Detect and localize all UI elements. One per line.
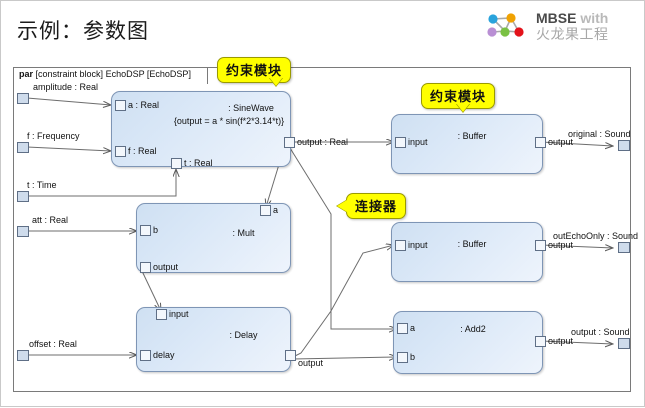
boundary-port-time-label: t : Time [27, 180, 57, 190]
boundary-port-amplitude-label: amplitude : Real [33, 82, 99, 92]
callout-connector-tail [337, 200, 347, 212]
mbse-logo: MBSE with 火龙果工程 [481, 7, 641, 53]
port-delay-input[interactable] [156, 309, 167, 320]
port-delay-delay-label: delay [153, 350, 175, 360]
callout-constraint-2-tail [456, 103, 470, 112]
logo-line-1: MBSE with [536, 10, 609, 27]
page-title: 示例：参数图 [17, 20, 149, 43]
diagram-frame-header: par [constraint block] EchoDSP [EchoDSP] [13, 67, 208, 84]
boundary-port-frequency-label: f : Frequency [27, 131, 80, 141]
port-mult-a[interactable] [260, 205, 271, 216]
boundary-port-att-label: att : Real [32, 215, 69, 225]
callout-constraint-1-tail [269, 77, 283, 86]
port-mult-b-label: b [153, 225, 159, 235]
port-delay-delay[interactable] [140, 350, 151, 361]
boundary-port-att[interactable] [17, 226, 29, 237]
port-buffer-2-input[interactable] [395, 240, 406, 251]
callout-constraint-2[interactable]: 约束模块 [421, 83, 496, 109]
port-add2-output-label: output [548, 336, 574, 346]
block-mult-name: : Mult [232, 228, 255, 238]
logo-mbse: MBSE [536, 10, 577, 26]
port-sinewave-a[interactable] [115, 100, 126, 111]
frame-label: [constraint block] EchoDSP [EchoDSP] [35, 69, 191, 79]
port-sinewave-f[interactable] [115, 146, 126, 157]
logo-line-2: 火龙果工程 [536, 25, 609, 42]
boundary-port-output[interactable] [618, 338, 630, 349]
port-buffer-1-output-label: output [548, 137, 574, 147]
port-mult-b[interactable] [140, 225, 151, 236]
port-buffer-2-output[interactable] [535, 240, 546, 251]
port-buffer-2-input-label: input [408, 240, 428, 250]
port-buffer-2-output-label: output [548, 240, 574, 250]
port-sinewave-f-label: f : Real [128, 146, 157, 156]
block-buffer-1-name: : Buffer [457, 131, 487, 141]
port-sinewave-output[interactable] [284, 137, 295, 148]
port-add2-output[interactable] [535, 336, 546, 347]
port-sinewave-a-label: a : Real [128, 100, 160, 110]
block-sinewave-name: : SineWave [228, 103, 274, 113]
port-mult-output[interactable] [140, 262, 151, 273]
block-add2-name: : Add2 [460, 324, 486, 334]
boundary-port-offset-label: offset : Real [29, 339, 77, 349]
boundary-port-offset[interactable] [17, 350, 29, 361]
block-add2[interactable]: : Add2 [393, 311, 543, 374]
port-add2-a[interactable] [397, 323, 408, 334]
port-mult-output-label: output [153, 262, 179, 272]
port-sinewave-t-label: t : Real [184, 158, 213, 168]
frame-keyword: par [19, 69, 34, 79]
port-delay-input-label: input [169, 309, 189, 319]
logo-text: MBSE with 火龙果工程 [536, 10, 609, 42]
boundary-port-frequency[interactable] [17, 142, 29, 153]
logo-node-graph-icon [487, 13, 524, 37]
port-add2-a-label: a [410, 323, 416, 333]
block-sinewave-expression: {output = a * sin(f*2*3.14*t)} [173, 116, 285, 126]
port-buffer-1-input[interactable] [395, 137, 406, 148]
port-delay-output-label: output [298, 358, 324, 368]
callout-constraint-1[interactable]: 约束模块 [217, 57, 292, 83]
boundary-port-outechoonly-label: outEchoOnly : Sound [553, 231, 639, 241]
port-buffer-1-output[interactable] [535, 137, 546, 148]
port-delay-output[interactable] [285, 350, 296, 361]
port-add2-b[interactable] [397, 352, 408, 363]
callout-connector[interactable]: 连接器 [346, 193, 407, 219]
boundary-port-amplitude[interactable] [17, 93, 29, 104]
logo-with: with [580, 10, 609, 26]
boundary-port-outechoonly[interactable] [618, 242, 630, 253]
port-mult-a-label: a [273, 205, 279, 215]
port-add2-b-label: b [410, 352, 416, 362]
port-sinewave-output-label: output : Real [297, 137, 349, 147]
block-buffer-2-name: : Buffer [457, 239, 487, 249]
block-delay-name: : Delay [229, 330, 258, 340]
block-buffer-2[interactable]: : Buffer [391, 222, 543, 282]
boundary-port-original-label: original : Sound [568, 129, 631, 139]
boundary-port-output-label: output : Sound [571, 327, 630, 337]
port-sinewave-t[interactable] [171, 158, 182, 169]
block-sinewave[interactable]: : SineWave {output = a * sin(f*2*3.14*t)… [111, 91, 291, 167]
port-buffer-1-input-label: input [408, 137, 428, 147]
boundary-port-time[interactable] [17, 191, 29, 202]
boundary-port-original[interactable] [618, 140, 630, 151]
